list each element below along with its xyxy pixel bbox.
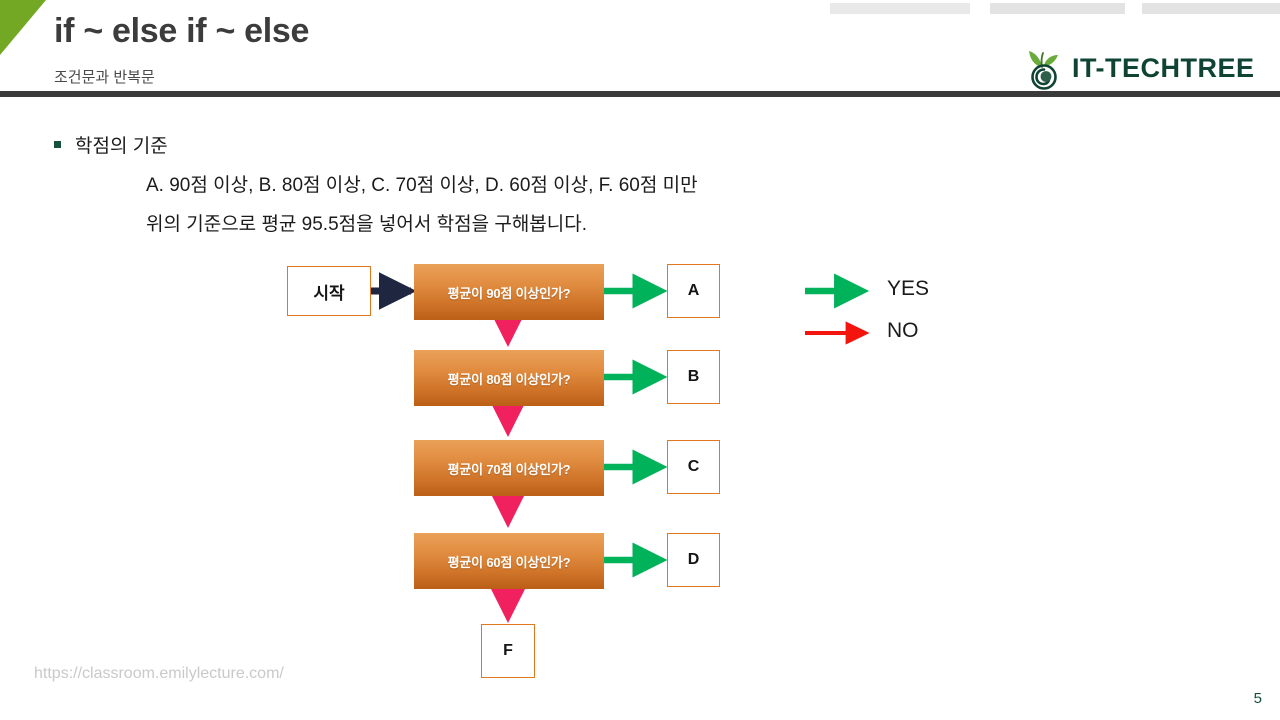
square-bullet-icon <box>54 141 61 148</box>
footer-url[interactable]: https://classroom.emilylecture.com/ <box>34 665 284 682</box>
header-decoration-bar-2 <box>990 3 1125 14</box>
header-divider <box>0 91 1280 97</box>
header-decoration-bar-1 <box>830 3 970 14</box>
corner-triangle-decoration <box>0 0 46 55</box>
example-description-line: 위의 기준으로 평균 95.5점을 넣어서 학점을 구해봅니다. <box>146 214 588 235</box>
flow-node-start[interactable]: 시작 <box>287 266 371 316</box>
sprout-spiral-icon <box>1029 51 1058 90</box>
flow-node-decision-60[interactable]: 평균이 60점 이상인가? <box>414 533 604 589</box>
page-number: 5 <box>1253 690 1262 707</box>
flow-node-grade-d[interactable]: D <box>667 533 720 587</box>
legend-label-yes: YES <box>887 277 930 300</box>
brand-logo: IT-TECHTREE <box>1020 46 1255 90</box>
flow-node-grade-b[interactable]: B <box>667 350 720 404</box>
flow-node-decision-70[interactable]: 평균이 70점 이상인가? <box>414 440 604 496</box>
legend-item-yes: YES <box>803 278 929 299</box>
flow-node-grade-a[interactable]: A <box>667 264 720 318</box>
flow-node-grade-f[interactable]: F <box>481 624 535 678</box>
brand-logo-text: IT-TECHTREE <box>1072 52 1255 83</box>
page-title: if ~ else if ~ else <box>54 12 310 50</box>
legend-item-no: NO <box>803 320 919 341</box>
header-decoration-bar-3 <box>1142 3 1280 14</box>
bullet-item-label: 학점의 기준 <box>75 136 168 157</box>
legend-label-no: NO <box>887 319 919 342</box>
grade-criteria-line: A. 90점 이상, B. 80점 이상, C. 70점 이상, D. 60점 … <box>146 175 698 196</box>
page-subtitle: 조건문과 반복문 <box>54 69 155 86</box>
flow-node-decision-80[interactable]: 평균이 80점 이상인가? <box>414 350 604 406</box>
flow-node-decision-90[interactable]: 평균이 90점 이상인가? <box>414 264 604 320</box>
bullet-item: 학점의 기준 <box>54 131 168 158</box>
flow-node-grade-c[interactable]: C <box>667 440 720 494</box>
